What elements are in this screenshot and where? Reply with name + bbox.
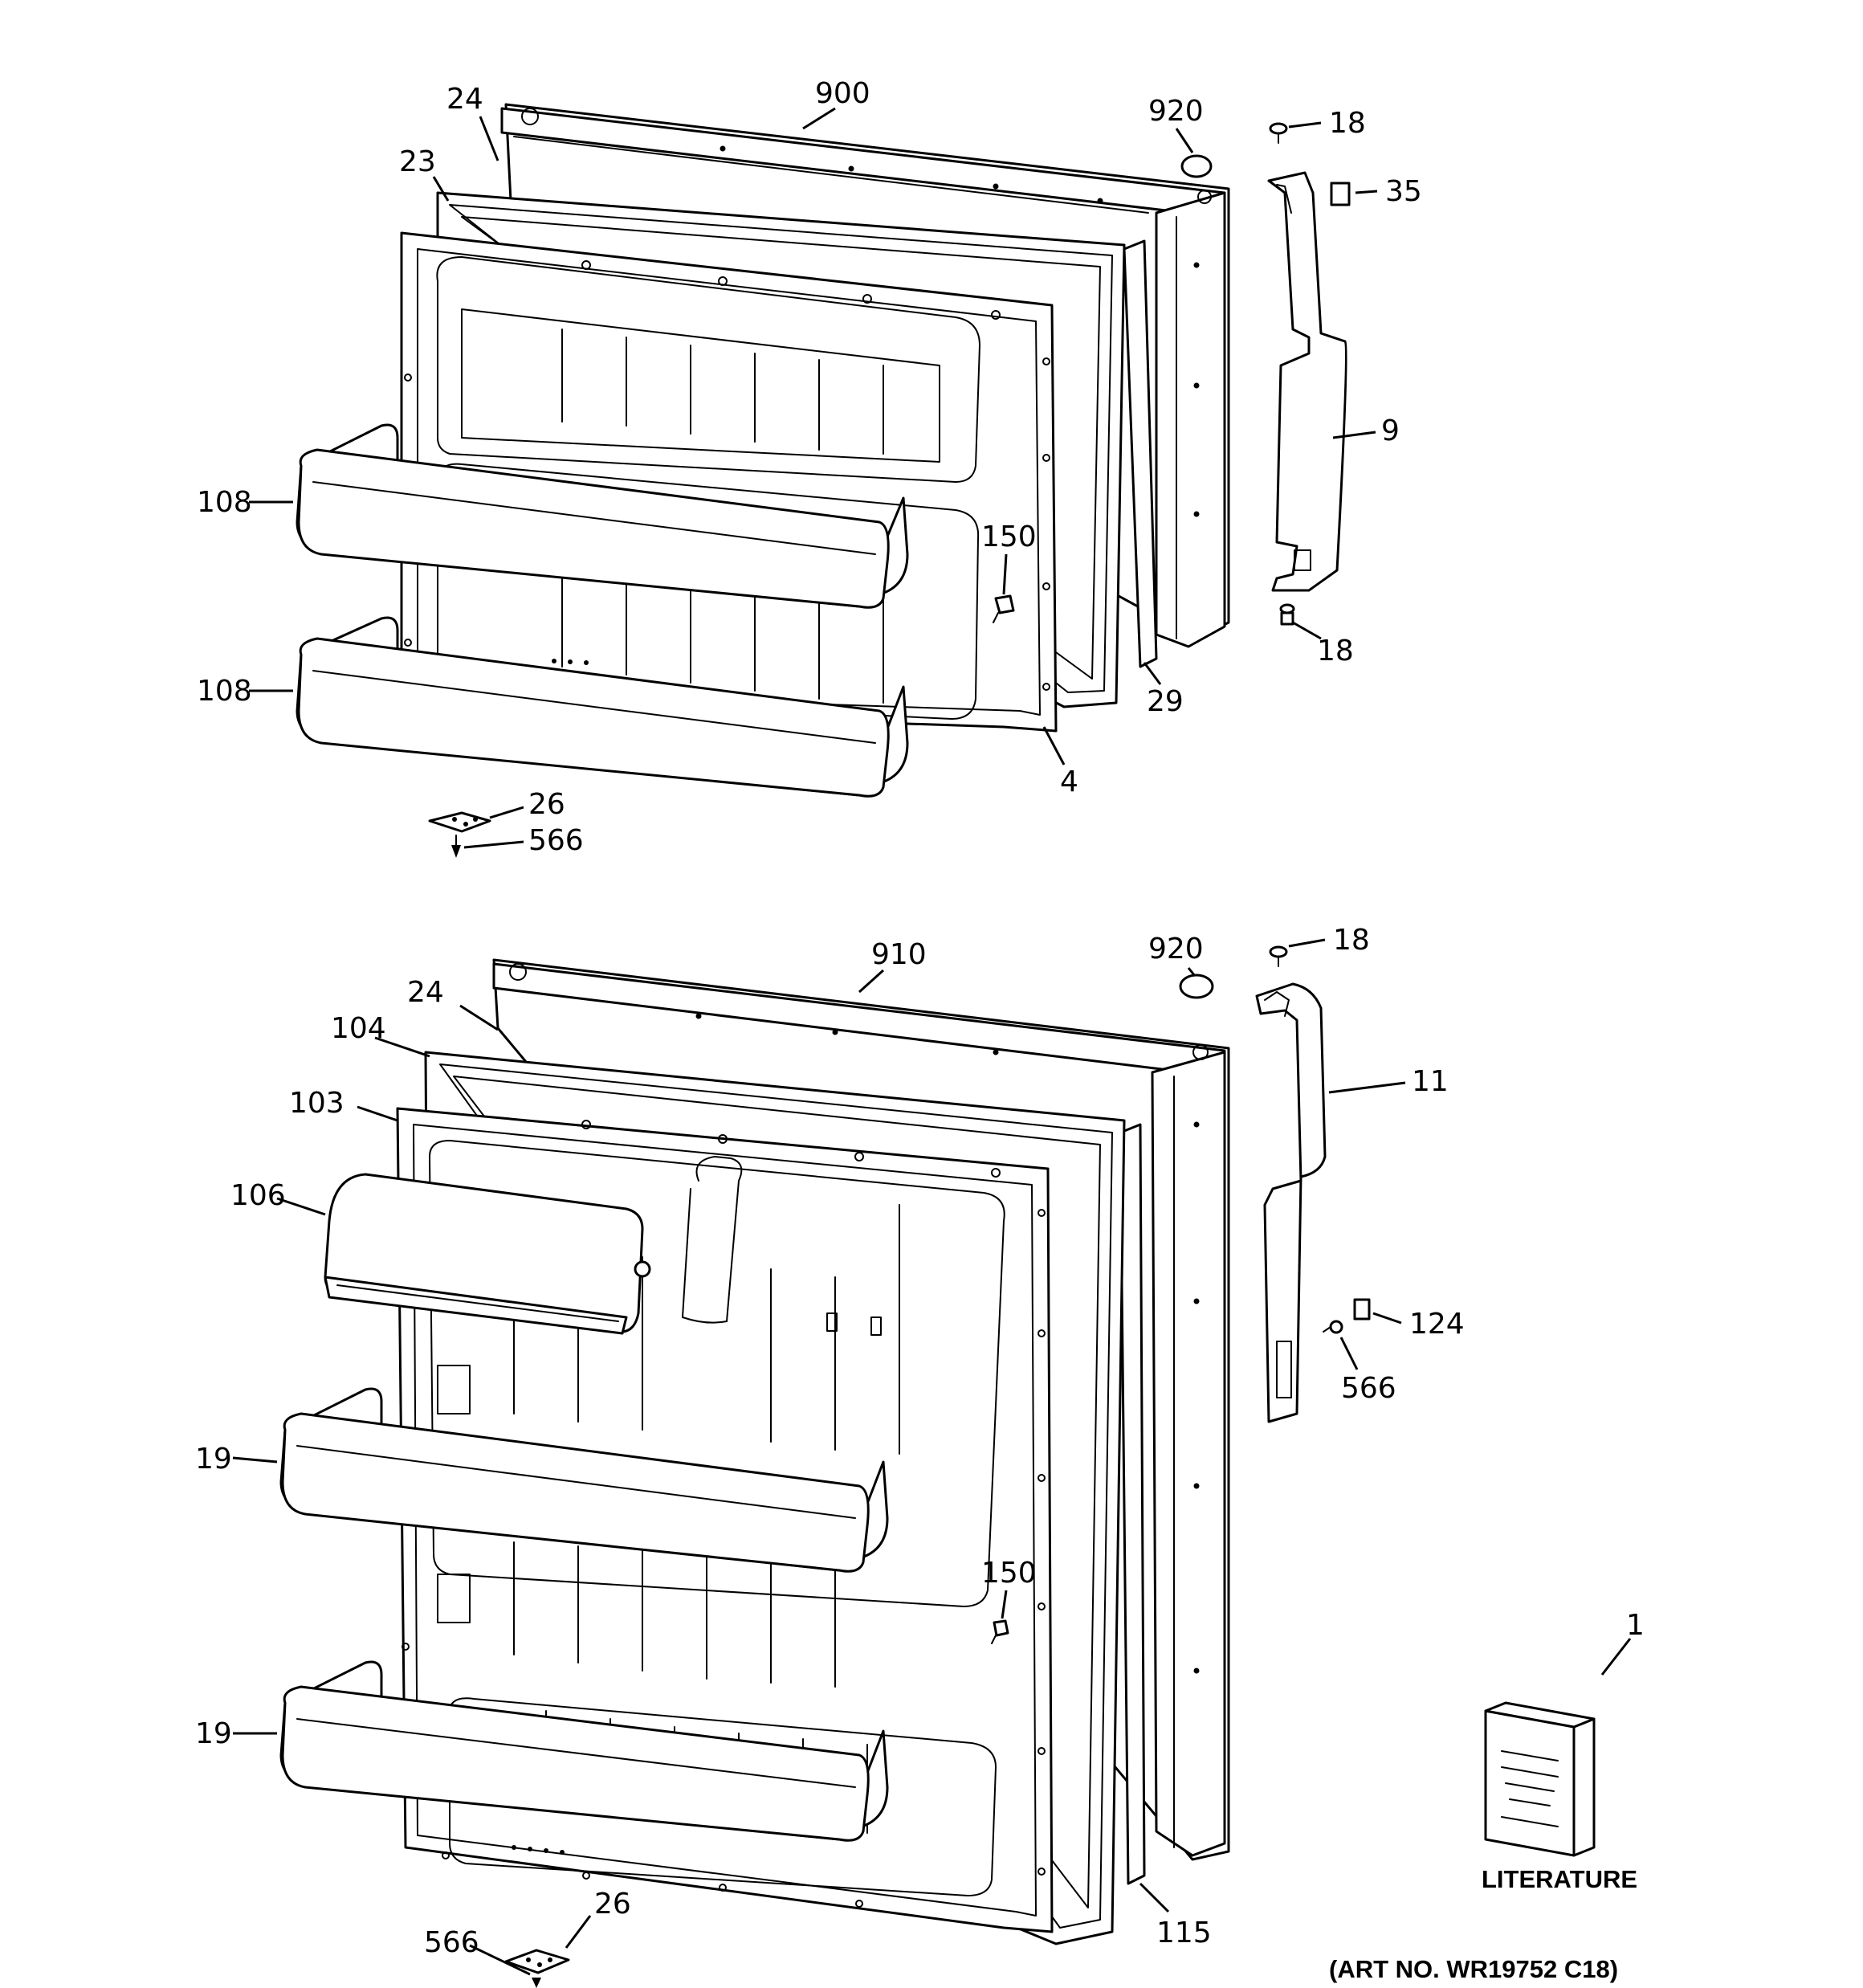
screw-150-top [993, 594, 1015, 623]
screw-18-top-a [1269, 122, 1288, 144]
hinge-11-bottom [1255, 982, 1327, 1423]
leader-lines [232, 107, 1632, 1976]
door-shelf-19-lower [279, 1660, 889, 1842]
callout-18-top-a: 18 [1329, 107, 1366, 140]
callout-35: 35 [1385, 175, 1422, 208]
callout-106: 106 [230, 1179, 286, 1212]
door-shelf-108-upper [296, 423, 909, 609]
callout-18-top-b: 18 [1317, 635, 1354, 667]
screw-150-bottom [991, 1619, 1009, 1644]
freezer-door-assembly [296, 103, 1351, 858]
callout-150-top: 150 [981, 520, 1037, 553]
door-shelf-108-lower [296, 616, 909, 798]
plug-920-bottom [1179, 974, 1214, 999]
screw-566-mid [1323, 1320, 1343, 1334]
art-number: (ART NO. WR19752 C18) [1329, 1955, 1618, 1983]
plug-920-top [1180, 154, 1213, 178]
hinge-plate-26-bottom [504, 1949, 570, 1974]
callout-910: 910 [871, 938, 927, 971]
callout-9: 9 [1381, 414, 1400, 447]
literature-label: LITERATURE [1482, 1865, 1637, 1893]
hinge-plate-26-top [428, 811, 491, 833]
callout-11: 11 [1412, 1065, 1449, 1098]
door-shelf-19-upper [279, 1387, 889, 1573]
callout-19-a: 19 [195, 1443, 232, 1476]
dairy-compartment-106 [324, 1173, 651, 1335]
callout-23: 23 [399, 145, 436, 178]
callout-19-b: 19 [195, 1717, 232, 1750]
inner-door-liner-4 [400, 231, 1058, 733]
screw-18-bottom [1269, 945, 1288, 967]
side-strip-115 [1119, 1123, 1146, 1885]
callout-1: 1 [1626, 1609, 1645, 1642]
hinge-9-top [1267, 171, 1347, 592]
fresh-food-door-assembly [279, 945, 1596, 1988]
callout-566-mid: 566 [1341, 1372, 1396, 1405]
callout-18-bottom: 18 [1333, 924, 1370, 957]
side-strip-29 [1123, 239, 1158, 668]
screw-18-top-b [1279, 603, 1295, 626]
callout-150-bottom: 150 [981, 1557, 1037, 1590]
callout-104: 104 [331, 1012, 386, 1045]
callout-26-top: 26 [528, 788, 565, 821]
callout-566-top: 566 [528, 824, 584, 857]
callout-26-bottom: 26 [594, 1888, 631, 1921]
callout-29: 29 [1147, 685, 1184, 718]
callout-900: 900 [815, 77, 870, 110]
clip-124 [1353, 1298, 1371, 1321]
callout-115: 115 [1156, 1917, 1212, 1949]
callout-124: 124 [1409, 1308, 1465, 1341]
callout-920-bottom: 920 [1148, 933, 1204, 965]
callout-920-top: 920 [1148, 95, 1204, 128]
clip-35 [1330, 182, 1351, 206]
callout-108-b: 108 [197, 675, 252, 708]
literature-booklet [1484, 1701, 1596, 1857]
callout-24-top: 24 [446, 83, 483, 116]
callout-4: 4 [1060, 765, 1078, 798]
callout-labels: 900 24 920 18 35 23 9 108 150 108 18 29 … [195, 77, 1645, 1983]
callout-24-bottom: 24 [407, 976, 444, 1009]
callout-103: 103 [289, 1087, 344, 1120]
callout-566-bottom: 566 [424, 1926, 479, 1959]
screw-566-bottom [532, 1978, 541, 1988]
callout-108-a: 108 [197, 486, 252, 519]
screw-566-top [451, 835, 461, 858]
